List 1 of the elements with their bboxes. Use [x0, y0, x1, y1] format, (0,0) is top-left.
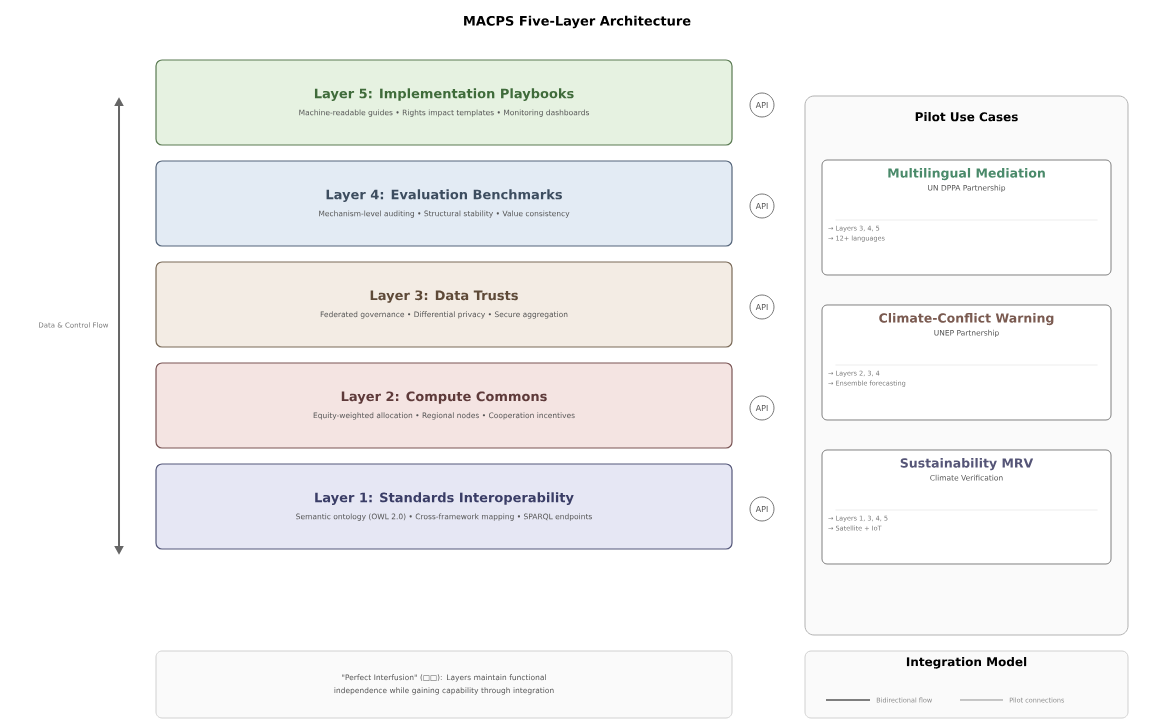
title: MACPS Five-Layer Architecture: [464, 15, 691, 29]
